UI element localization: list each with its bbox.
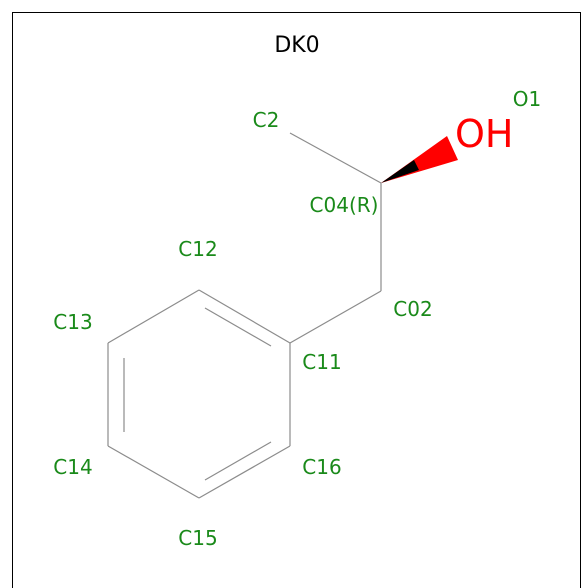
hydroxyl-label: OH [455,112,513,156]
bond-c11-c12 [198,289,291,344]
bond-c02-c11 [289,290,382,344]
atom-label-c2: C2 [253,108,280,132]
bond-inner-c15-c16 [204,441,272,481]
bond-c12-c13 [107,289,200,344]
atom-label-c11: C11 [302,350,341,374]
atom-label-c14: C14 [53,455,92,479]
atom-label-c16: C16 [302,455,341,479]
wedge-bond-base [381,160,419,183]
bond-c14-c15 [107,445,200,499]
molecule-title: DK0 [274,33,319,58]
atom-label-o1: O1 [513,87,541,111]
bond-c15-c16 [198,445,291,499]
atom-label-c02: C02 [393,297,432,321]
atom-label-c12: C12 [178,237,217,261]
bond-c2-c04 [289,132,382,184]
bonds [107,132,382,499]
atom-label-c15: C15 [178,526,217,550]
atom-label-c13: C13 [53,310,92,334]
atom-labels: O1 C2 C04(R) C12 C02 C13 C11 C14 C16 C15 [53,87,541,550]
atom-label-c04: C04(R) [310,193,379,217]
diagram-frame [12,12,581,588]
bond-inner-c11-c12 [204,307,272,347]
